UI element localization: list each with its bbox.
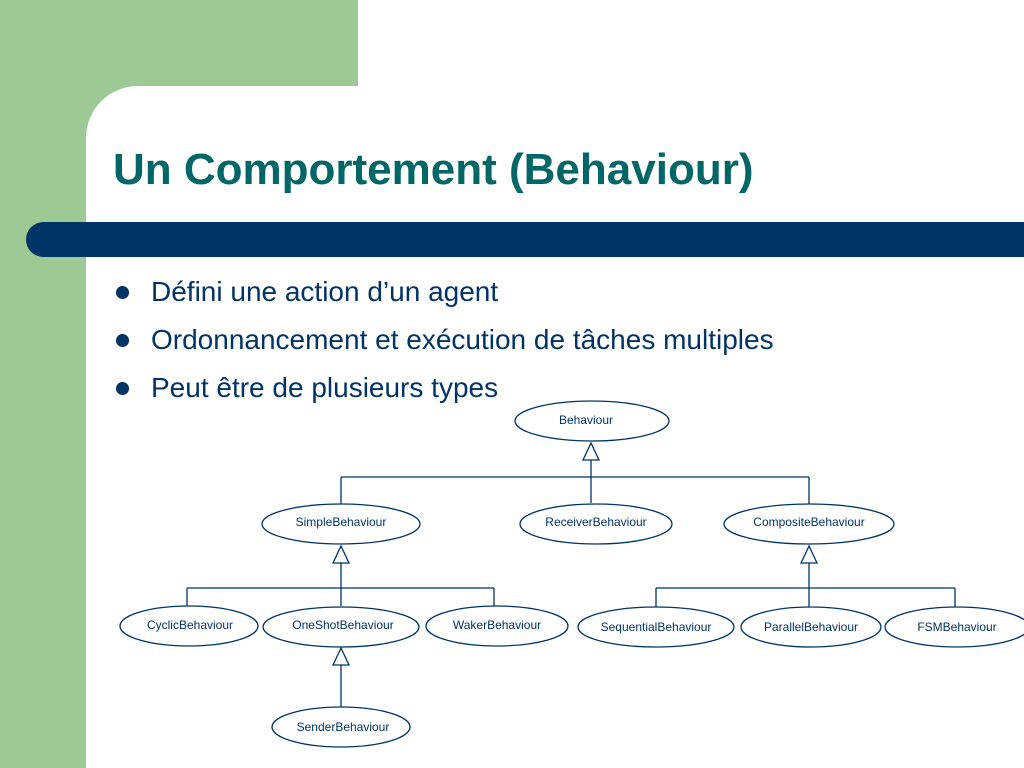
bullet-dot-icon: [116, 286, 129, 299]
node-receiver-behaviour: [519, 503, 673, 545]
bullet-item: Défini une action d’un agent: [116, 272, 774, 320]
inheritance-arrow-icon: [331, 544, 351, 564]
bullet-text: Défini une action d’un agent: [151, 276, 499, 307]
node-label: CyclicBehaviour: [147, 618, 233, 632]
node-oneshot-behaviour: [262, 606, 420, 648]
connector-simple: [186, 563, 495, 606]
node-sequential-behaviour: [577, 606, 735, 648]
title-underline-bar: [26, 222, 1024, 257]
node-waker-behaviour: [425, 605, 569, 647]
node-label: WakerBehaviour: [453, 618, 541, 632]
bullet-dot-icon: [116, 382, 129, 395]
inheritance-arrow-icon: [331, 646, 351, 666]
inheritance-arrow-icon: [799, 544, 819, 564]
slide-title: Un Comportement (Behaviour): [113, 145, 754, 194]
node-label: SimpleBehaviour: [296, 515, 387, 529]
connector-composite: [655, 563, 956, 608]
bullet-text: Peut être de plusieurs types: [151, 372, 499, 403]
inheritance-arrow-icon: [581, 441, 601, 461]
node-label: Behaviour: [559, 413, 613, 427]
node-label: ParallelBehaviour: [764, 620, 858, 634]
connector-behaviour: [340, 460, 810, 505]
node-label: SequentialBehaviour: [601, 620, 712, 634]
node-cyclic-behaviour: [119, 605, 259, 647]
node-composite-behaviour: [723, 503, 895, 545]
node-label: SenderBehaviour: [297, 720, 390, 734]
node-fsm-behaviour: [884, 606, 1024, 648]
bullet-item: Peut être de plusieurs types: [116, 368, 774, 416]
node-label: OneShotBehaviour: [292, 618, 393, 632]
node-parallel-behaviour: [740, 606, 882, 648]
node-sender-behaviour: [271, 706, 411, 748]
node-label: ReceiverBehaviour: [545, 515, 646, 529]
node-behaviour: [514, 400, 670, 442]
bullet-list: Défini une action d’un agent Ordonnancem…: [116, 272, 774, 416]
bullet-dot-icon: [116, 334, 129, 347]
node-label: CompositeBehaviour: [753, 515, 864, 529]
bullet-text: Ordonnancement et exécution de tâches mu…: [151, 324, 774, 355]
node-simple-behaviour: [261, 503, 421, 545]
bullet-item: Ordonnancement et exécution de tâches mu…: [116, 320, 774, 368]
node-label: FSMBehaviour: [917, 620, 996, 634]
